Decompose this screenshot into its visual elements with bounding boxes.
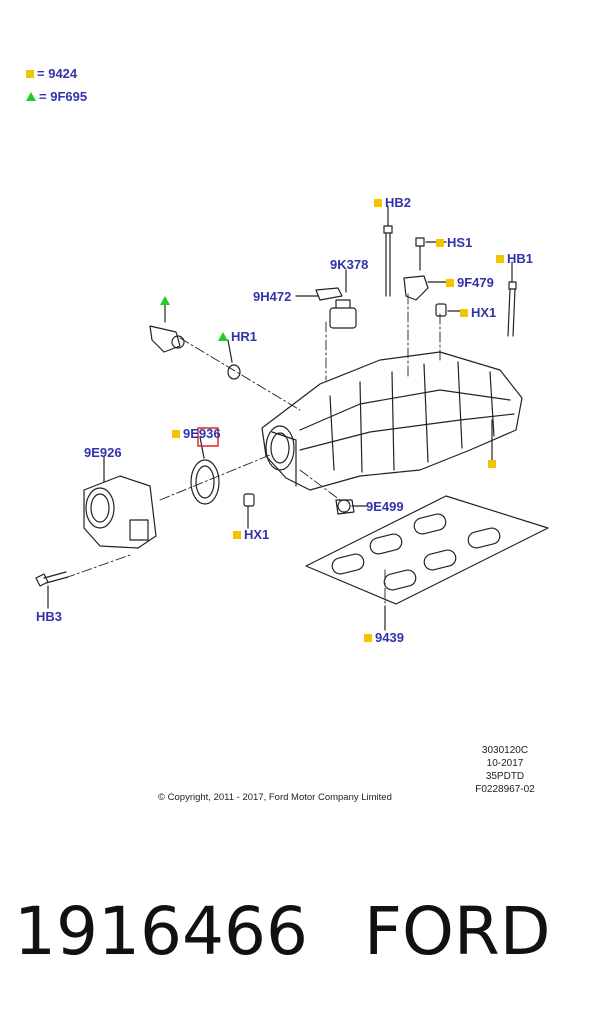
callout-9k378: 9K378 — [330, 257, 368, 272]
callout-hb1: HB1 — [496, 251, 533, 266]
meta-line-3: 35PDTD — [485, 771, 525, 782]
reference-meta: 3030120C 10-2017 35PDTD F0228967-02 — [468, 744, 542, 796]
yellow-square-icon — [446, 278, 454, 287]
legend-code: 9424 — [48, 66, 78, 81]
callout-9f479: 9F479 — [446, 275, 494, 290]
callout-9e499: 9E499 — [366, 499, 404, 514]
callout-9e926: 9E926 — [84, 445, 122, 460]
legend-eq: = — [37, 66, 49, 81]
callout-label: HX1 — [471, 305, 497, 320]
yellow-square-icon — [374, 198, 382, 207]
meta-line-4: F0228967-02 — [475, 784, 535, 795]
callout-9e936: 9E936 — [172, 426, 221, 441]
callout-9439: 9439 — [364, 630, 404, 645]
callout-9h472: 9H472 — [253, 289, 291, 304]
part-number: 1916466 — [14, 893, 308, 970]
meta-line-1: 3030120C — [481, 745, 529, 756]
callout-label: HB3 — [36, 609, 63, 624]
callout-label: 9E926 — [84, 445, 122, 460]
legend-code: 9F695 — [50, 89, 88, 104]
yellow-square-icon — [364, 633, 372, 642]
callout-label: HB1 — [507, 251, 534, 266]
legend-item-triangle: = 9F695 — [26, 89, 87, 104]
callout-hx1-top: HX1 — [460, 305, 496, 320]
callout-label: HR1 — [231, 329, 258, 344]
yellow-square-icon — [460, 308, 468, 317]
callout-hr1: HR1 — [218, 329, 257, 344]
meta-line-2: 10-2017 — [486, 758, 524, 769]
callout-label: 9E499 — [366, 499, 404, 514]
green-triangle-icon — [26, 92, 36, 102]
callout-hs1: HS1 — [436, 235, 472, 250]
callout-hx1-bottom: HX1 — [233, 527, 269, 542]
callout-label: 9E936 — [183, 426, 221, 441]
callout-label: 9K378 — [330, 257, 369, 272]
yellow-square-icon — [436, 238, 444, 247]
legend-item-square: = 9424 — [26, 66, 77, 81]
callout-label: 9F479 — [457, 275, 494, 290]
legend-eq: = — [39, 89, 51, 104]
callout-label: 9H472 — [253, 289, 292, 304]
callout-label: HB2 — [385, 195, 412, 210]
copyright-text: © Copyright, 2011 - 2017, Ford Motor Com… — [158, 792, 392, 803]
green-triangle-icon — [218, 332, 228, 342]
yellow-square-icon — [172, 429, 180, 438]
callout-label: 9439 — [375, 630, 404, 645]
callout-label: HS1 — [447, 235, 473, 250]
callout-triangle-sensor — [160, 293, 173, 308]
yellow-square-icon — [233, 530, 241, 539]
yellow-square-icon — [26, 69, 34, 78]
brand-name: FORD — [364, 893, 551, 970]
green-triangle-icon — [160, 296, 170, 306]
yellow-square-icon — [496, 254, 504, 263]
callout-hb2: HB2 — [374, 195, 411, 210]
callout-label: HX1 — [244, 527, 270, 542]
callout-hb3: HB3 — [36, 609, 62, 624]
